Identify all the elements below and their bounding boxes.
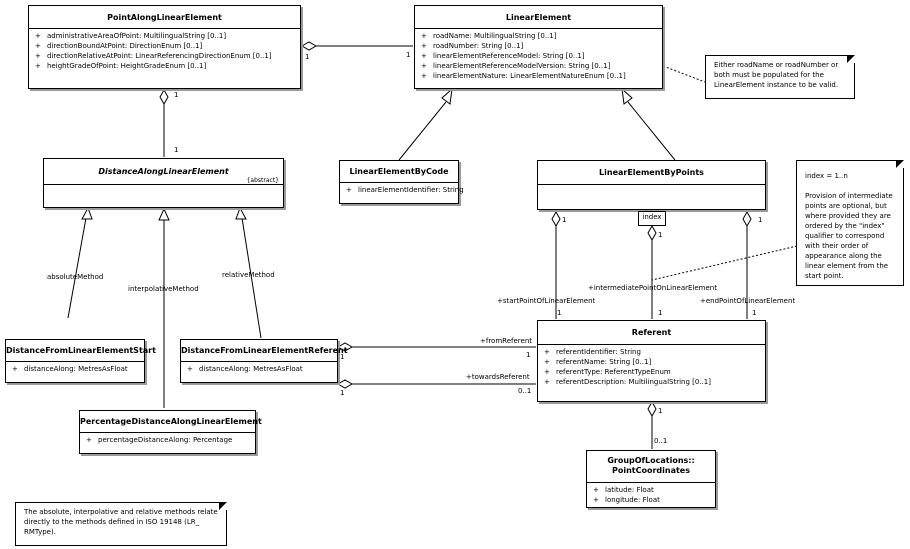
by-code-generalization-line [398, 101, 447, 161]
class-name: LinearElement [415, 6, 662, 29]
multiplicity-label: 1 [340, 389, 345, 397]
multiplicity-label: 1 [174, 146, 179, 154]
aggregation-diamond [647, 224, 657, 242]
multiplicity-label: 1 [340, 353, 345, 361]
towards-referent-role-label: +towardsReferent [466, 373, 530, 381]
aggregation-diamond [159, 88, 169, 106]
generalization-arrow [81, 206, 93, 220]
class-attribute: +linearElementNature: LinearElementNatur… [421, 72, 626, 80]
intermediate-point-role-label: +intermediatePointOnLinearElement [588, 284, 717, 292]
abstract-stereotype: {abstract} [246, 177, 279, 184]
generalization-arrow [441, 87, 453, 105]
multiplicity-label: 1 [758, 216, 763, 224]
class-attribute: +percentageDistanceAlong: Percentage [86, 436, 233, 444]
multiplicity-label: 1 [752, 309, 757, 317]
class-attribute: +distanceAlong: MetresAsFloat [187, 365, 303, 373]
class-attribute: +latitude: Float [593, 486, 654, 494]
aggregation-diamond [551, 210, 561, 228]
distance-from-referent-class[interactable]: DistanceFromLinearElementReferent +dista… [180, 339, 348, 383]
class-attribute: +linearElementIdentifier: String [346, 186, 464, 194]
class-name: LinearElementByPoints [538, 161, 765, 185]
multiplicity-label: 0..1 [518, 387, 532, 395]
end-point-role-label: +endPointOfLinearElement [700, 297, 796, 305]
aggregation-diamond [647, 400, 657, 418]
class-name: LinearElementByCode [340, 161, 458, 183]
class-attribute: +administrativeAreaOfPoint: Multilingual… [35, 32, 227, 40]
linear-element-class[interactable]: LinearElement +roadName: MultilingualStr… [414, 5, 663, 89]
class-name: DistanceAlongLinearElement [44, 159, 283, 185]
relative-method-label: relativeMethod [222, 271, 275, 279]
aggregation-diamond [336, 379, 354, 389]
index-note: index = 1..n Provision of intermediate p… [796, 160, 904, 286]
multiplicity-label: 1 [526, 351, 531, 359]
multiplicity-label: 1 [406, 51, 411, 59]
interpolative-method-label: interpolativeMethod [128, 285, 199, 293]
class-attribute: +linearElementReferenceModel: String [0.… [421, 52, 585, 60]
multiplicity-label: 1 [174, 91, 179, 99]
class-attribute: +referentIdentifier: String [544, 348, 641, 356]
absolute-method-label: absoluteMethod [47, 273, 104, 281]
class-name: PercentageDistanceAlongLinearElement [80, 411, 262, 433]
class-attribute: +linearElementReferenceModelVersion: Str… [421, 62, 611, 70]
class-name: PointAlongLinearElement [29, 6, 300, 29]
class-attribute: +directionBoundAtPoint: DirectionEnum [0… [35, 42, 203, 50]
generalization-arrow [158, 207, 170, 221]
aggregation-diamond [742, 210, 752, 228]
multiplicity-label: 1 [557, 309, 562, 317]
index-qualifier: index [638, 211, 666, 226]
absolute-method-line [67, 217, 87, 319]
linear-element-by-code-class[interactable]: LinearElementByCode +linearElementIdenti… [339, 160, 464, 204]
class-attribute: +distanceAlong: MetresAsFloat [12, 365, 128, 373]
class-attribute: +heightGradeOfPoint: HeightGradeEnum [0.… [35, 62, 207, 70]
multiplicity-label: 1 [658, 231, 663, 239]
distance-from-start-class[interactable]: DistanceFromLinearElementStart +distance… [5, 339, 156, 383]
class-attribute: +referentType: ReferentTypeEnum [544, 368, 671, 376]
percentage-distance-class[interactable]: PercentageDistanceAlongLinearElement +pe… [79, 410, 262, 454]
road-note-anchor-line [662, 65, 706, 83]
by-points-generalization-line [627, 101, 676, 161]
referent-class[interactable]: Referent +referentIdentifier: String +re… [537, 320, 766, 402]
class-attribute: +roadName: MultilingualString [0..1] [421, 32, 557, 40]
multiplicity-label: 1 [658, 407, 663, 415]
from-referent-role-label: +fromReferent [480, 337, 532, 345]
class-attribute: +directionRelativeAtPoint: LinearReferen… [35, 52, 272, 60]
multiplicity-label: 1 [305, 53, 310, 61]
point-coordinates-class[interactable]: GroupOfLocations:: PointCoordinates +lat… [586, 450, 716, 508]
generalization-arrow [235, 206, 247, 220]
class-attribute: +referentDescription: MultilingualString… [544, 378, 711, 386]
road-name-note: Either roadName or roadNumber or both mu… [705, 55, 855, 99]
multiplicity-label: 1 [658, 309, 663, 317]
class-attribute: +referentName: String [0..1] [544, 358, 652, 366]
multiplicity-label: 0..1 [654, 437, 668, 445]
class-name: DistanceFromLinearElementStart [6, 340, 156, 362]
methods-note: The absolute, interpolative and relative… [15, 502, 227, 546]
point-along-linear-element-class[interactable]: PointAlongLinearElement +administrativeA… [28, 5, 301, 89]
class-name: Referent [538, 321, 765, 345]
start-point-role-label: +startPointOfLinearElement [497, 297, 596, 305]
class-name: GroupOfLocations:: PointCoordinates [587, 451, 715, 483]
index-note-anchor-line [651, 245, 798, 281]
aggregation-diamond [300, 41, 318, 51]
class-attribute: +longitude: Float [593, 496, 660, 504]
relative-method-line [241, 217, 262, 339]
aggregation-diamond [336, 342, 354, 352]
class-attribute: +roadNumber: String [0..1] [421, 42, 524, 50]
distance-along-linear-element-class[interactable]: DistanceAlongLinearElement {abstract} [43, 158, 284, 208]
multiplicity-label: 1 [562, 216, 567, 224]
generalization-arrow [621, 87, 633, 105]
linear-element-by-points-class[interactable]: LinearElementByPoints [537, 160, 766, 210]
class-name: DistanceFromLinearElementReferent [181, 340, 348, 362]
